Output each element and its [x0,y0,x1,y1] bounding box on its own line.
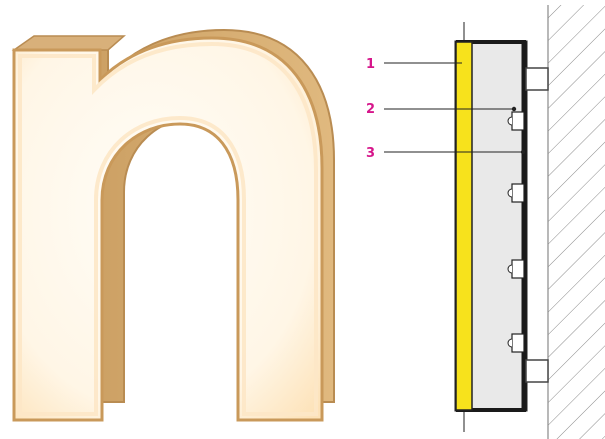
led-module-icon [507,259,525,279]
callout-number: 2 [366,102,375,117]
callout-number: 1 [366,57,375,72]
letter-cap-top [11,35,126,51]
callout-2: 2 [366,102,517,117]
callout-1: 1 [366,57,462,72]
channel-letter-cross-section-icon [454,22,549,432]
callout-3: 3 [366,146,526,161]
mounting-bracket-bottom [525,359,549,383]
letter-face-rim [18,41,318,416]
led-module-icon [507,333,525,353]
wall-hatch-icon [547,5,605,439]
illuminated-letter-n-icon [11,28,335,422]
acrylic-face [455,41,473,411]
led-module-icon [507,183,525,203]
leader-dot [511,106,517,112]
leader-dot [520,149,526,155]
callout-number: 3 [366,146,375,161]
letter-face [12,36,324,422]
mounting-bracket-top [525,67,549,91]
led-module-icon [507,111,525,131]
